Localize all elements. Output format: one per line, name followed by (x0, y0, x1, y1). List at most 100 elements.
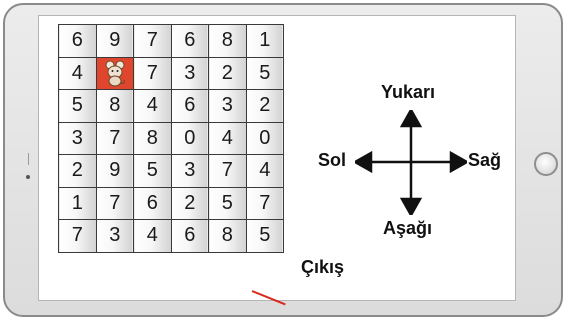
cell-number: 4 (146, 94, 158, 117)
cell-number: 1 (71, 191, 83, 214)
cell-number: 8 (221, 29, 233, 52)
grid-cell[interactable]: 3 (208, 89, 247, 123)
cell-number: 7 (259, 191, 271, 214)
grid-cell[interactable]: 7 (95, 186, 134, 220)
grid-cell[interactable]: 8 (208, 219, 247, 253)
grid-cell[interactable]: 7 (95, 121, 134, 155)
cell-number: 7 (109, 191, 121, 214)
cell-number: 6 (146, 191, 158, 214)
cell-number: 5 (71, 94, 83, 117)
cell-number: 4 (259, 159, 271, 182)
grid-cell[interactable]: 2 (170, 186, 209, 220)
cell-number: 4 (71, 61, 83, 84)
grid-cell[interactable]: 2 (58, 154, 97, 188)
grid-cell[interactable]: 6 (170, 219, 209, 253)
cell-number: 6 (184, 224, 196, 247)
grid-cell[interactable]: 9 (95, 154, 134, 188)
grid-cell[interactable]: 5 (58, 89, 97, 123)
cell-number: 2 (71, 159, 83, 182)
home-button[interactable] (534, 152, 558, 176)
cell-number: 3 (221, 94, 233, 117)
grid-cell[interactable]: 6 (170, 89, 209, 123)
cell-number: 3 (184, 159, 196, 182)
grid-cell[interactable]: 3 (170, 154, 209, 188)
grid-cell[interactable]: 6 (170, 24, 209, 58)
cell-number: 4 (146, 224, 158, 247)
grid-cell[interactable]: 3 (58, 121, 97, 155)
cell-number: 6 (184, 94, 196, 117)
camera-slit (28, 153, 29, 165)
cell-number: 7 (146, 61, 158, 84)
arrow-down-icon (399, 197, 423, 215)
grid-cell[interactable]: 7 (133, 56, 172, 90)
cell-number: 7 (109, 126, 121, 149)
grid-cell[interactable]: 7 (208, 154, 247, 188)
cell-number: 2 (259, 94, 271, 117)
cell-number: 1 (259, 29, 271, 52)
grid-cell[interactable]: 1 (58, 186, 97, 220)
cell-number: 9 (109, 29, 121, 52)
cell-number: 6 (71, 29, 83, 52)
mouse-cell[interactable] (95, 56, 134, 90)
direction-right-label: Sağ (468, 150, 502, 170)
grid-row: 1 7 6 2 5 7 (58, 186, 284, 220)
grid-cell[interactable]: 5 (133, 154, 172, 188)
exit-label: Çıkış (301, 257, 345, 277)
grid-cell[interactable]: 2 (208, 56, 247, 90)
grid-cell[interactable]: 5 (245, 219, 284, 253)
grid-cell[interactable]: 5 (208, 186, 247, 220)
grid-row: 3 7 8 0 4 0 (58, 121, 284, 155)
cell-number: 9 (109, 159, 121, 182)
grid-row: 7 3 4 6 8 5 (58, 219, 284, 253)
cell-number: 4 (221, 126, 233, 149)
cell-number: 6 (184, 29, 196, 52)
direction-up-label: Yukarı (381, 82, 436, 102)
grid-cell[interactable]: 7 (133, 24, 172, 58)
grid-cell[interactable]: 4 (133, 89, 172, 123)
cell-number: 0 (184, 126, 196, 149)
grid-cell[interactable]: 4 (58, 56, 97, 90)
cell-number: 2 (221, 61, 233, 84)
cell-number: 3 (71, 126, 83, 149)
cell-number: 3 (109, 224, 121, 247)
grid-cell[interactable]: 7 (58, 219, 97, 253)
arrow-left-icon (355, 150, 373, 174)
cell-number: 7 (71, 224, 83, 247)
grid-cell[interactable]: 1 (245, 24, 284, 58)
grid-row: 4 7 3 2 5 (58, 56, 284, 90)
grid-cell[interactable]: 7 (245, 186, 284, 220)
cell-number: 8 (221, 224, 233, 247)
grid-cell[interactable]: 0 (170, 121, 209, 155)
grid-cell[interactable]: 3 (95, 219, 134, 253)
grid-cell[interactable]: 4 (133, 219, 172, 253)
cell-number: 3 (184, 61, 196, 84)
grid-cell[interactable]: 3 (170, 56, 209, 90)
camera-dot (26, 175, 30, 179)
direction-down-label: Aşağı (383, 218, 433, 238)
mouse-icon (105, 60, 125, 87)
grid-cell[interactable]: 8 (133, 121, 172, 155)
grid-cell[interactable]: 5 (245, 56, 284, 90)
direction-left-label: Sol (318, 150, 347, 170)
cell-number: 5 (259, 224, 271, 247)
cell-number: 5 (221, 191, 233, 214)
grid-cell[interactable]: 8 (208, 24, 247, 58)
grid-cell[interactable]: 2 (245, 89, 284, 123)
grid-cell[interactable]: 6 (133, 186, 172, 220)
cell-number: 2 (184, 191, 196, 214)
grid-cell[interactable]: 8 (95, 89, 134, 123)
grid-cell[interactable]: 9 (95, 24, 134, 58)
cell-number: 5 (259, 61, 271, 84)
grid-cell[interactable]: 4 (208, 121, 247, 155)
cell-number: 0 (259, 126, 271, 149)
grid-cell[interactable]: 6 (58, 24, 97, 58)
grid-cell[interactable]: 0 (245, 121, 284, 155)
cell-number: 8 (146, 126, 158, 149)
cell-number: 5 (146, 159, 158, 182)
arrow-up-icon (399, 110, 423, 128)
compass-arrows-icon (355, 110, 467, 215)
grid-cell[interactable]: 4 (245, 154, 284, 188)
